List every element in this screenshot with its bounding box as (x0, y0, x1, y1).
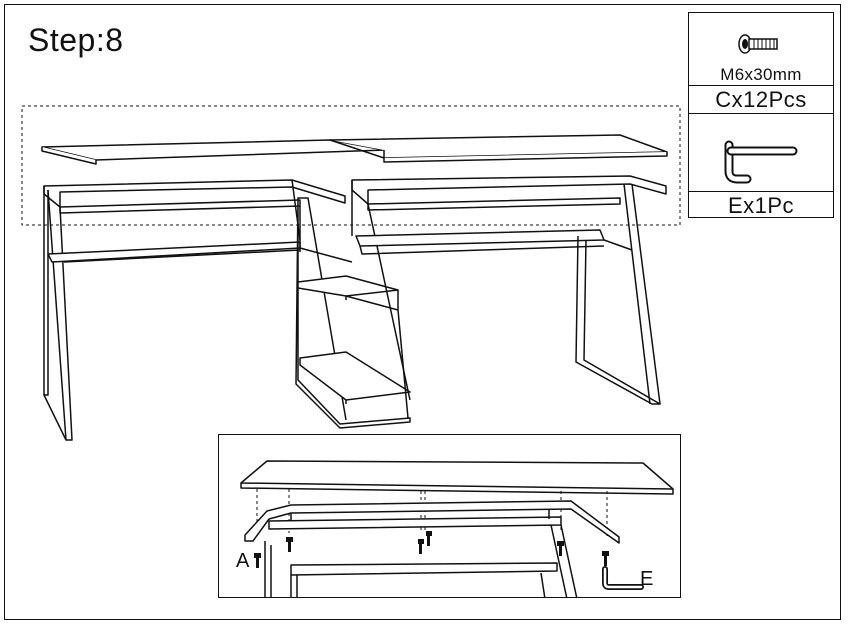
screw-size-label: M6x30mm (720, 65, 802, 84)
label-e: E (640, 568, 654, 590)
page-frame (4, 4, 841, 620)
label-a: A (236, 550, 250, 572)
screw-cell: M6x30mm (689, 13, 833, 86)
wrench-cell (689, 115, 833, 192)
detail-inset (218, 434, 681, 598)
screw-icon (738, 34, 778, 54)
wrench-quantity: Ex1Pc (727, 193, 795, 218)
parts-divider (689, 113, 833, 114)
allen-key-icon (724, 140, 798, 184)
detail-drawing (240, 460, 674, 597)
screw-quantity: Cx12Pcs (715, 87, 807, 112)
parts-list: M6x30mm Cx12Pcs Ex1Pc (688, 12, 834, 218)
step-title: Step:8 (28, 22, 124, 58)
